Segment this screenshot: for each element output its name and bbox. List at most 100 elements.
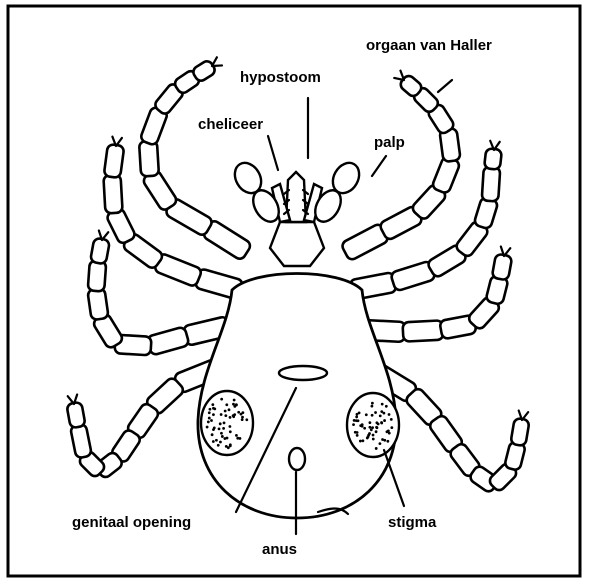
stipple-dot	[241, 416, 244, 419]
stipple-dot	[371, 414, 374, 417]
stipple-dot	[225, 403, 228, 406]
stipple-dot	[233, 399, 236, 402]
leg-segment	[510, 418, 529, 446]
leg-segment	[103, 175, 122, 214]
stipple-dot	[370, 428, 373, 431]
stipple-dot	[356, 434, 359, 437]
label-stigma: stigma	[388, 514, 437, 531]
stipple-dot	[379, 414, 382, 417]
stipple-dot	[359, 440, 362, 443]
stipple-dot	[217, 444, 220, 447]
stipple-dot	[368, 426, 371, 429]
leader-stigma	[384, 450, 404, 506]
stipple-dot	[381, 403, 384, 406]
leg-segment	[402, 320, 443, 341]
stipple-dot	[375, 447, 378, 450]
stipple-dot	[221, 435, 224, 438]
stipple-dot	[362, 439, 365, 442]
stipple-dot	[212, 413, 215, 416]
stipple-dot	[219, 441, 222, 444]
leg-segment	[90, 238, 110, 265]
leg-1-right	[340, 71, 460, 262]
stipple-dot	[228, 408, 231, 411]
leg-2-right	[349, 141, 502, 300]
label-palp: palp	[374, 134, 405, 151]
stipple-dot	[210, 419, 213, 422]
leader-cheliceer	[268, 136, 278, 170]
stipple-dot	[372, 438, 375, 441]
leg-segment	[104, 144, 125, 178]
genital-opening	[279, 366, 327, 380]
stipple-dot	[209, 408, 212, 411]
leg-segment	[492, 254, 513, 281]
stipple-dot	[224, 410, 227, 413]
stipple-dot	[212, 440, 215, 443]
stipple-dot	[363, 427, 366, 430]
stipple-dot	[361, 425, 364, 428]
leg-segment	[70, 423, 92, 458]
stipple-dot	[228, 425, 231, 428]
stipple-dot	[218, 428, 221, 431]
stipple-dot	[375, 421, 378, 424]
stipple-dot	[352, 423, 355, 426]
stipple-dot	[241, 418, 244, 421]
stipple-dot	[235, 403, 238, 406]
anus	[289, 448, 305, 470]
stipple-dot	[223, 422, 226, 425]
stipple-dot	[388, 413, 391, 416]
label-cheliceer: cheliceer	[198, 116, 263, 133]
label-genitaal: genitaal opening	[72, 514, 191, 531]
stipple-dot	[390, 418, 393, 421]
stipple-dot	[219, 422, 222, 425]
stipple-dot	[376, 426, 379, 429]
stipple-dot	[383, 439, 386, 442]
stipple-dot	[366, 437, 369, 440]
stipple-dot	[354, 431, 357, 434]
stipple-dot	[374, 411, 377, 414]
stipple-dot	[220, 398, 223, 401]
stipple-dot	[223, 437, 226, 440]
stipple-dot	[240, 413, 243, 416]
stipple-dot	[239, 437, 242, 440]
stipple-dot	[372, 434, 375, 437]
stipple-dot	[229, 444, 232, 447]
stipple-dot	[386, 440, 389, 443]
stipple-dot	[224, 414, 227, 417]
leg-segment	[88, 260, 107, 291]
leader-palp	[372, 156, 386, 176]
stipple-dot	[211, 403, 214, 406]
leader-haller	[438, 80, 452, 92]
stipple-dot	[220, 413, 223, 416]
label-anus: anus	[262, 541, 297, 558]
stipple-dot	[207, 421, 210, 424]
stipple-dot	[375, 430, 378, 433]
stipple-dot	[383, 419, 386, 422]
stipple-dot	[245, 418, 248, 421]
stipple-dot	[356, 413, 359, 416]
stipple-dot	[355, 419, 358, 422]
stipple-dot	[232, 414, 235, 417]
stipple-dot	[229, 416, 232, 419]
label-hypostoom: hypostoom	[240, 69, 321, 86]
stipple-dot	[370, 405, 373, 408]
stipple-dot	[208, 411, 211, 414]
leg-segment	[484, 148, 502, 170]
tarsal-claw	[394, 71, 404, 80]
leg-segment	[482, 166, 501, 201]
stipple-dot	[212, 428, 215, 431]
stipple-dot	[235, 434, 238, 437]
label-haller: orgaan van Haller	[366, 37, 492, 54]
leg-1-left	[139, 57, 252, 261]
stipple-dot	[367, 434, 370, 437]
stipple-dot	[355, 416, 358, 419]
leg-segment	[139, 140, 159, 176]
stipple-dot	[211, 433, 214, 436]
stipple-dot	[237, 411, 240, 414]
stipple-dot	[390, 426, 393, 429]
stipple-dot	[229, 430, 232, 433]
stipple-dot	[222, 427, 225, 430]
stipple-dot	[220, 432, 223, 435]
stipple-dot	[382, 412, 385, 415]
stipple-dot	[365, 413, 368, 416]
stipple-dot	[206, 426, 209, 429]
